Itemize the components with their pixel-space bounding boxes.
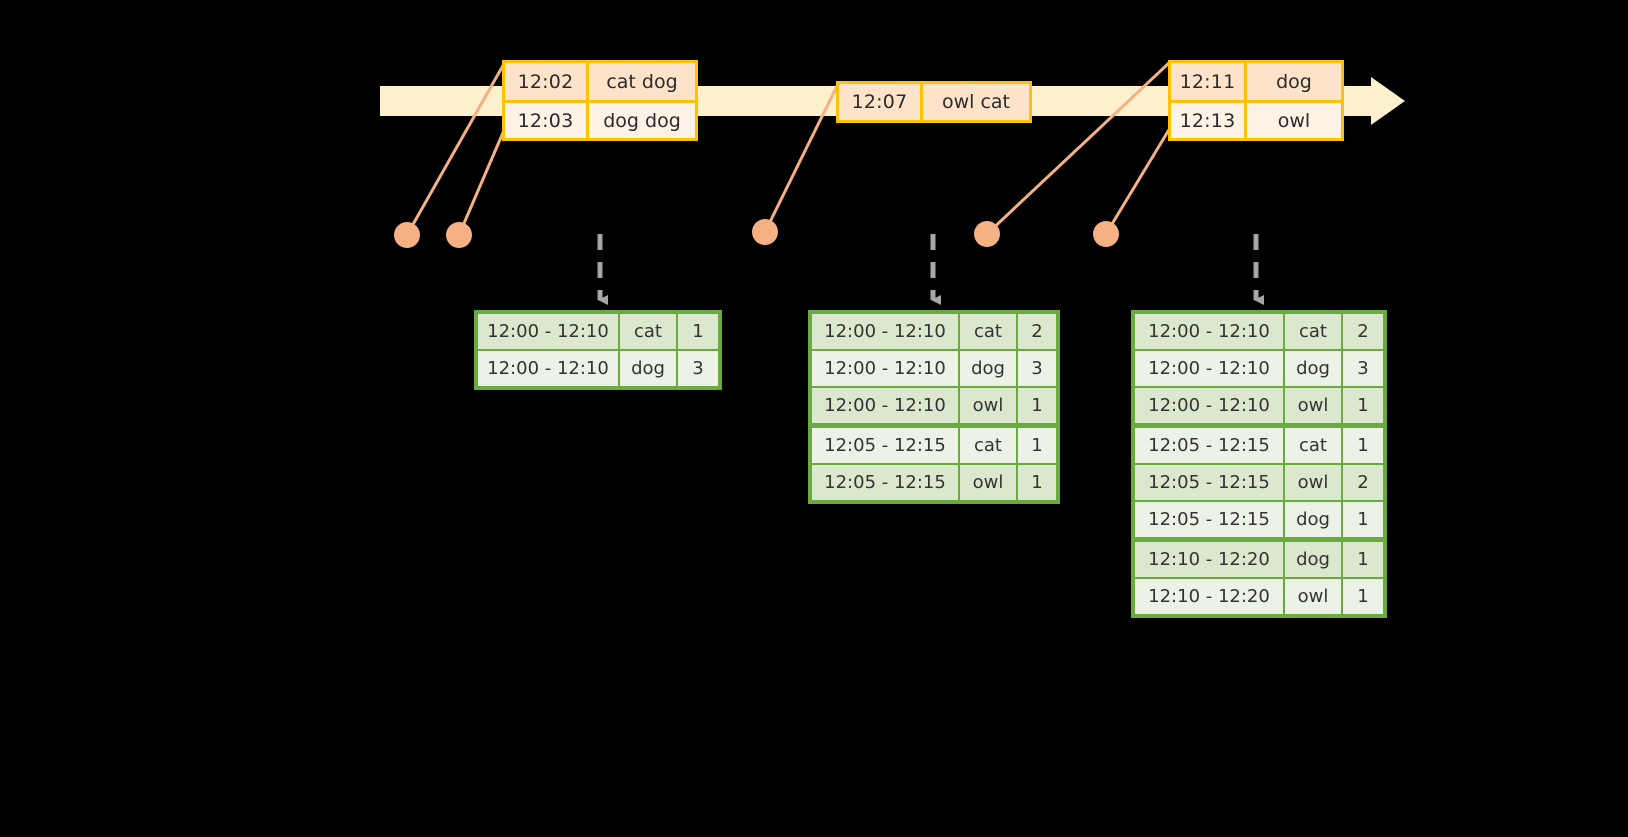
event-payload: dog dog <box>603 109 681 132</box>
key-cell: owl <box>960 465 1016 500</box>
key-cell: dog <box>1285 502 1341 537</box>
window-cell: 12:10 - 12:20 <box>1135 542 1283 577</box>
key-cell: owl <box>1285 465 1341 500</box>
count-cell: 1 <box>1343 579 1383 614</box>
count-cell: 1 <box>1343 388 1383 423</box>
count-cell: 1 <box>678 314 718 349</box>
window-cell: 12:05 - 12:15 <box>1135 502 1283 537</box>
event-dot-2[interactable] <box>446 222 472 248</box>
event-row: 12:11 dog <box>1171 63 1341 101</box>
window-cell: 12:00 - 12:10 <box>1135 351 1283 386</box>
key-cell: cat <box>960 428 1016 463</box>
window-cell: 12:10 - 12:20 <box>1135 579 1283 614</box>
count-cell: 1 <box>1343 542 1383 577</box>
window-cell: 12:00 - 12:10 <box>478 314 618 349</box>
key-cell: dog <box>1285 351 1341 386</box>
event-payload: owl cat <box>941 91 1011 113</box>
count-cell: 3 <box>678 351 718 386</box>
connector-line-1 <box>405 61 507 236</box>
event-box-2[interactable]: 12:07 owl cat <box>836 81 1032 123</box>
window-cell: 12:05 - 12:15 <box>1135 465 1283 500</box>
connector-dots <box>394 219 1119 248</box>
key-cell: cat <box>1285 428 1341 463</box>
count-cell: 2 <box>1018 314 1056 349</box>
event-row: 12:02 cat dog <box>505 63 695 101</box>
key-cell: cat <box>1285 314 1341 349</box>
event-box-1[interactable]: 12:02 cat dog 12:03 dog dog <box>502 60 698 141</box>
event-dot-3[interactable] <box>752 219 778 245</box>
window-cell: 12:00 - 12:10 <box>812 314 958 349</box>
key-cell: dog <box>1285 542 1341 577</box>
event-payload: cat dog <box>606 70 678 93</box>
event-time: 12:03 <box>505 103 589 138</box>
count-cell: 3 <box>1018 351 1056 386</box>
key-cell: owl <box>1285 388 1341 423</box>
connector-line-2 <box>457 127 507 236</box>
count-cell: 1 <box>1343 428 1383 463</box>
connector-lines <box>405 60 1172 236</box>
count-cell: 1 <box>1018 465 1056 500</box>
connector-line-4 <box>985 60 1172 236</box>
event-dot-4[interactable] <box>974 221 1000 247</box>
event-time: 12:07 <box>839 84 923 120</box>
event-box-3[interactable]: 12:11 dog 12:13 owl <box>1168 60 1344 141</box>
count-cell: 3 <box>1343 351 1383 386</box>
event-row: 12:07 owl cat <box>839 84 1029 120</box>
window-cell: 12:05 - 12:15 <box>812 428 958 463</box>
event-row: 12:13 owl <box>1171 100 1341 138</box>
count-cell: 2 <box>1343 465 1383 500</box>
key-cell: cat <box>960 314 1016 349</box>
window-cell: 12:00 - 12:10 <box>478 351 618 386</box>
event-payload: dog <box>1276 70 1312 93</box>
count-cell: 1 <box>1343 502 1383 537</box>
event-dot-5[interactable] <box>1093 221 1119 247</box>
connector-line-5 <box>1104 127 1172 235</box>
key-cell: cat <box>620 314 676 349</box>
connector-line-3 <box>763 83 840 233</box>
dashed-arrows <box>597 234 1264 305</box>
event-row: 12:03 dog dog <box>505 100 695 138</box>
count-cell: 1 <box>1018 428 1056 463</box>
count-cell: 1 <box>1018 388 1056 423</box>
window-cell: 12:00 - 12:10 <box>1135 388 1283 423</box>
event-time: 12:11 <box>1171 63 1247 101</box>
event-time: 12:02 <box>505 63 589 101</box>
timeline-arrow-icon <box>1371 77 1405 125</box>
window-cell: 12:00 - 12:10 <box>812 351 958 386</box>
window-cell: 12:00 - 12:10 <box>812 388 958 423</box>
key-cell: owl <box>1285 579 1341 614</box>
event-time: 12:13 <box>1171 103 1247 138</box>
event-payload: owl <box>1277 109 1311 132</box>
window-cell: 12:05 - 12:15 <box>812 465 958 500</box>
window-cell: 12:00 - 12:10 <box>1135 314 1283 349</box>
key-cell: dog <box>960 351 1016 386</box>
count-cell: 2 <box>1343 314 1383 349</box>
event-dot-1[interactable] <box>394 222 420 248</box>
key-cell: dog <box>620 351 676 386</box>
key-cell: owl <box>960 388 1016 423</box>
window-cell: 12:05 - 12:15 <box>1135 428 1283 463</box>
